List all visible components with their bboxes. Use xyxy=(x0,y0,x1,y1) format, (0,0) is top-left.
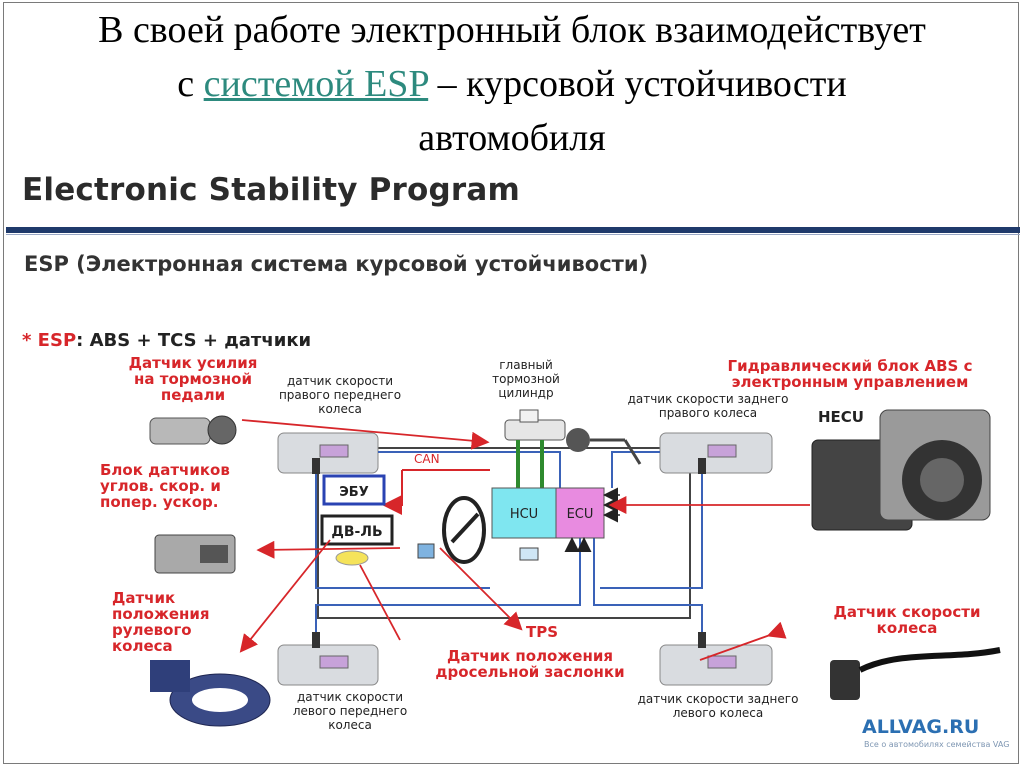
wheel-speed-label: Датчик скорости колеса xyxy=(812,604,1002,636)
can-line xyxy=(382,470,403,515)
steering-sensor-label-4: колеса xyxy=(112,637,173,655)
throttle-sensor-label-2: дросельной заслонки xyxy=(435,663,625,681)
hecu-label: HECU xyxy=(818,408,864,426)
sensor-block-label: Блок датчиков углов. скор. и попер. уско… xyxy=(100,462,280,510)
rear-right-speed-label-2: правого колеса xyxy=(658,406,758,420)
esp-formula: * ESP: ABS + TCS + датчики xyxy=(22,330,311,351)
yaw-module xyxy=(417,543,435,559)
wheel-speed-label-2: колеса xyxy=(876,619,938,637)
hcu-box xyxy=(491,487,557,539)
tps-label: TPS xyxy=(526,623,559,641)
esp-formula-rest: : ABS + TCS + датчики xyxy=(76,330,312,351)
master-cylinder-label: главный тормозной цилиндр xyxy=(476,358,576,400)
ecu-box xyxy=(555,487,605,539)
esp-system-link[interactable]: системой ESP xyxy=(203,63,429,105)
title-rule xyxy=(6,227,1020,233)
wiring xyxy=(315,451,703,632)
watermark-brand: ALLVAG.RU xyxy=(862,716,980,738)
steering-sensor-label-2: положения xyxy=(112,605,210,623)
slide-frame xyxy=(3,2,1019,764)
steering-sensor-label: Датчик положения рулевого колеса xyxy=(112,590,232,654)
front-right-speed-label-2: правого переднего xyxy=(278,388,402,402)
hydraulic-block-label-2: электронным управлением xyxy=(731,373,969,391)
wheel-front-right xyxy=(277,432,379,474)
slide-title: Electronic Stability Program xyxy=(22,172,521,208)
front-left-speed-label-2: левого переднего xyxy=(292,704,408,718)
front-left-speed-label-1: датчик скорости xyxy=(296,690,404,704)
rear-right-speed-label: датчик скорости заднего правого колеса xyxy=(608,392,808,420)
can-text: CAN xyxy=(414,452,440,466)
hcu-text: HCU xyxy=(510,507,538,522)
steering-sensor-label-3: рулевого xyxy=(112,621,192,639)
pedal-sensor-label-3: педали xyxy=(160,386,226,404)
heading-line-1: В своей работе электронный блок взаимоде… xyxy=(98,9,926,51)
master-cylinder-label-3: цилиндр xyxy=(498,386,554,400)
ecu-text: ECU xyxy=(567,507,594,522)
sensor-block-label-3: попер. ускор. xyxy=(100,493,219,511)
rear-left-speed-label: датчик скорости заднего левого колеса xyxy=(618,692,818,720)
front-right-speed-label-3: колеса xyxy=(318,402,362,416)
front-left-speed-label-3: колеса xyxy=(328,718,372,732)
wheel-speed-label-1: Датчик скорости xyxy=(833,603,981,621)
rear-left-speed-label-1: датчик скорости заднего xyxy=(637,692,799,706)
master-cylinder-label-2: тормозной xyxy=(492,372,560,386)
slide-heading: В своей работе электронный блок взаимоде… xyxy=(0,0,1024,170)
throttle-sensor-label-1: Датчик положения xyxy=(447,647,613,665)
sensor-fl xyxy=(312,632,320,648)
master-cylinder-label-1: главный xyxy=(499,358,553,372)
steering-sensor-label-1: Датчик xyxy=(112,589,176,607)
throttle-sensor-label: Датчик положения дросельной заслонки xyxy=(420,648,640,680)
sensor-block-image xyxy=(154,534,236,574)
steering-spoke xyxy=(450,512,480,544)
title-rule-thin xyxy=(6,234,1020,235)
wheel-rear-left xyxy=(659,644,773,686)
pedal-sensor-label-2: на тормозной xyxy=(134,370,252,388)
sensor-rl xyxy=(698,632,706,648)
esp-formula-star: * ESP xyxy=(22,330,77,351)
steering-wheel xyxy=(442,496,486,564)
wheel-rear-right xyxy=(659,432,773,474)
wheel-front-left xyxy=(277,644,379,686)
watermark-tagline: Все о автомобилях семейства VAG xyxy=(864,740,1010,749)
sensor-fr xyxy=(312,458,320,474)
steering-angle-sensor-image xyxy=(150,660,271,727)
sensor-rr xyxy=(698,458,706,474)
pedal-sensor-label: Датчик усилия на тормозной педали xyxy=(108,355,278,403)
slide-subtitle: ESP (Электронная система курсовой устойч… xyxy=(24,252,649,276)
pointer-arrows xyxy=(239,419,810,661)
heading-line-2-suffix: – курсовой устойчивости xyxy=(428,63,847,105)
pedal-sensor-label-1: Датчик усилия xyxy=(128,354,258,372)
engine-text: ДВ-ЛЬ xyxy=(331,524,382,540)
hydraulic-block-label: Гидравлический блок ABS с электронным уп… xyxy=(690,358,1010,390)
engine-box xyxy=(320,514,394,546)
hydraulic-block-label-1: Гидравлический блок ABS с xyxy=(727,357,973,375)
sensor-block-label-2: углов. скор. и xyxy=(100,477,221,495)
small-module xyxy=(519,547,539,561)
master-cylinder xyxy=(504,409,642,465)
wheel-speed-sensor-image xyxy=(830,647,1001,700)
sensor-block-label-1: Блок датчиков xyxy=(100,461,230,479)
front-left-speed-label: датчик скорости левого переднего колеса xyxy=(270,690,430,732)
rear-right-speed-label-1: датчик скорости заднего xyxy=(627,392,789,406)
ebu-text: ЭБУ xyxy=(339,485,368,500)
hecu-image xyxy=(811,409,991,531)
throttle-body xyxy=(335,550,369,566)
rear-left-speed-label-2: левого колеса xyxy=(672,706,764,720)
brake-pipes xyxy=(516,440,544,488)
pedal-force-sensor-image xyxy=(149,415,237,445)
heading-line-2-prefix: с xyxy=(177,63,204,105)
front-right-speed-label-1: датчик скорости xyxy=(286,374,394,388)
front-right-speed-label: датчик скорости правого переднего колеса xyxy=(270,374,410,416)
heading-line-3: автомобиля xyxy=(418,117,606,159)
heading-line-2: с системой ESP – курсовой устойчивости xyxy=(0,56,1024,113)
ebu-box xyxy=(322,474,386,506)
